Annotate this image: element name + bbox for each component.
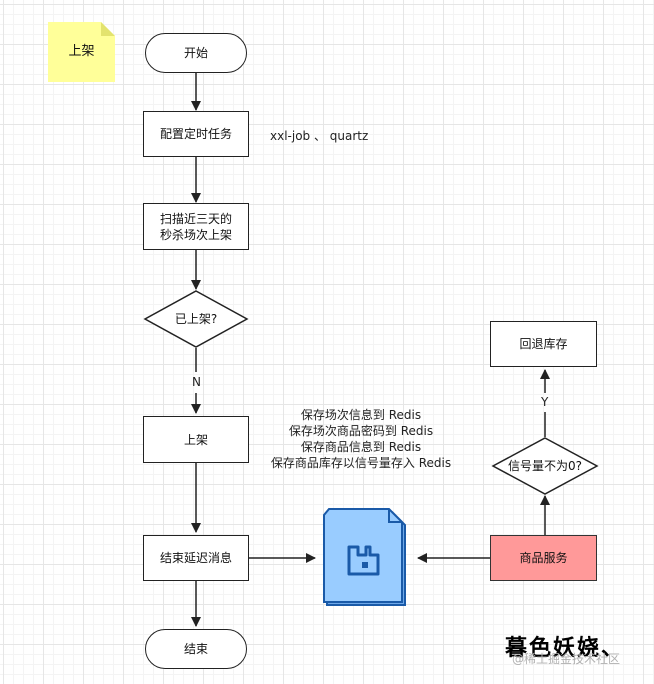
decision-listed-node: 已上架? <box>145 291 247 347</box>
edge-no-label: N <box>192 375 201 389</box>
end-delay-message-label: 结束延迟消息 <box>159 551 232 565</box>
sticky-note: 上架 <box>48 22 115 82</box>
decision-listed-shape <box>143 290 249 348</box>
decision-signal-label: 信号量不为0? <box>507 459 582 473</box>
message-queue-icon <box>323 508 406 606</box>
end-delay-message-node: 结束延迟消息 <box>143 535 249 581</box>
publish-node: 上架 <box>143 416 249 463</box>
config-task-node: 配置定时任务 <box>143 111 249 157</box>
config-task-label: 配置定时任务 <box>159 127 232 141</box>
restore-stock-node: 回退库存 <box>490 321 597 367</box>
sticky-note-text: 上架 <box>68 44 95 59</box>
publish-label: 上架 <box>183 432 208 447</box>
end-node-label: 结束 <box>183 642 208 656</box>
start-node: 开始 <box>145 33 247 73</box>
edge-yes-label: Y <box>541 395 549 409</box>
decision-signal-shape <box>491 437 599 495</box>
scan-sessions-line2: 秒杀场次上架 <box>159 227 232 242</box>
scan-sessions-node: 扫描近三天的 秒杀场次上架 <box>143 203 249 250</box>
end-node: 结束 <box>145 629 247 669</box>
product-service-label: 商品服务 <box>519 551 568 565</box>
redis-note-line: 保存场次信息到 Redis <box>300 408 422 422</box>
decision-listed-label: 已上架? <box>174 312 218 326</box>
scan-sessions-line1: 扫描近三天的 <box>159 211 232 226</box>
product-service-node: 商品服务 <box>490 535 597 581</box>
start-node-label: 开始 <box>183 46 208 60</box>
sticky-note-shape <box>48 22 115 82</box>
decision-signal-node: 信号量不为0? <box>493 438 597 494</box>
watermark-signature: 暮色妖娆、 <box>505 635 626 661</box>
redis-note-line: 保存商品信息到 Redis <box>300 440 422 454</box>
redis-note-line: 保存场次商品密码到 Redis <box>288 424 434 438</box>
restore-stock-label: 回退库存 <box>519 337 568 351</box>
watermark-site: @稀土掘金技术社区 <box>512 652 621 666</box>
redis-notes: 保存场次信息到 Redis 保存场次商品密码到 Redis 保存商品信息到 Re… <box>258 407 464 471</box>
scheduler-options-label: xxl-job 、 quartz <box>270 129 369 143</box>
redis-note-line: 保存商品库存以信号量存入 Redis <box>270 456 452 470</box>
